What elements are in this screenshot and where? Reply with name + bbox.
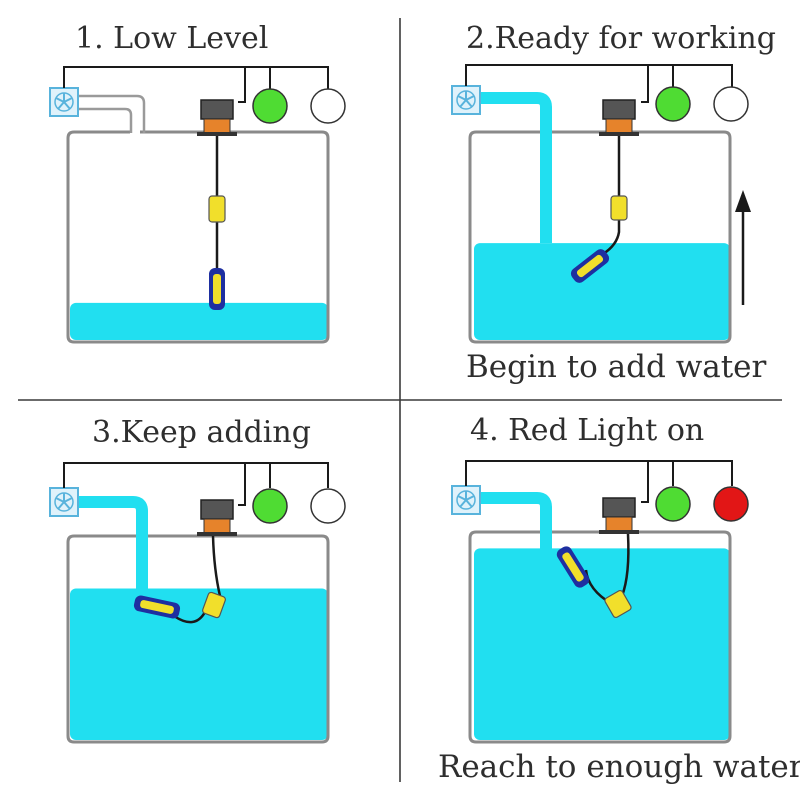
panel-4-water [474,548,730,740]
panel-2-controller-icon [599,99,639,136]
panel-3-weight-icon [202,591,226,619]
panel-4-caption: Reach to enough water [438,749,800,785]
panel-1-red-light [310,88,346,124]
panel-1-pipe [78,94,146,133]
panel-3-float-icon [133,595,181,619]
panel-1-wiring [63,66,329,103]
panel-3-fan-icon [49,487,79,517]
panel-3-cable [173,535,222,624]
panel-2-green-light [655,86,691,122]
panel-2-water [474,243,730,340]
panel-3-title: 3.Keep adding [92,415,311,450]
panel-4-fan-icon [451,485,481,515]
panel-2-pipe [480,92,552,243]
panel-1-water [70,302,328,340]
panel-2-cable [602,136,621,256]
panel-2-float-icon [570,249,610,283]
panel-2-tank [468,130,732,344]
panel-1-controller-icon [197,99,237,136]
panel-1: 1. Low Level [49,21,346,344]
panel-4-green-light [655,486,691,522]
panel-4-pipe [480,492,552,560]
panel-4-red-light [713,486,749,522]
panel-4-title: 4. Red Light on [470,413,704,448]
panel-2-wiring [465,64,733,103]
panel-2-red-light [713,86,749,122]
panel-1-float-icon [209,268,225,310]
rising-arrow-icon [735,190,751,305]
panel-3-pipe [78,496,148,598]
panel-3-tank [66,534,330,744]
panel-3: 3.Keep adding [49,415,346,744]
panel-4: 4. Red Light on Reach to enough water [438,413,800,785]
panel-4-float-icon [556,546,590,588]
panel-4-weight-icon [604,589,632,619]
panel-3-wiring [63,462,329,506]
panel-4-tank [468,530,732,744]
panel-3-water [70,588,328,740]
panel-1-green-light [252,88,288,124]
panel-3-green-light [252,488,288,524]
panel-2-weight-icon [610,195,628,221]
panel-2-title: 2.Ready for working [466,21,776,56]
panel-1-fan-icon [49,87,79,117]
panel-1-tank [66,130,330,344]
panel-3-controller-icon [197,499,237,536]
panel-2-fan-icon [451,85,481,115]
panel-1-title: 1. Low Level [75,21,268,56]
panel-2: 2.Ready for working Begi [451,21,776,385]
panel-2-caption: Begin to add water [466,349,767,385]
panel-1-weight-icon [208,195,226,223]
panel-4-wiring [465,460,733,503]
panel-3-red-light [310,488,346,524]
panel-4-controller-icon [599,497,639,534]
